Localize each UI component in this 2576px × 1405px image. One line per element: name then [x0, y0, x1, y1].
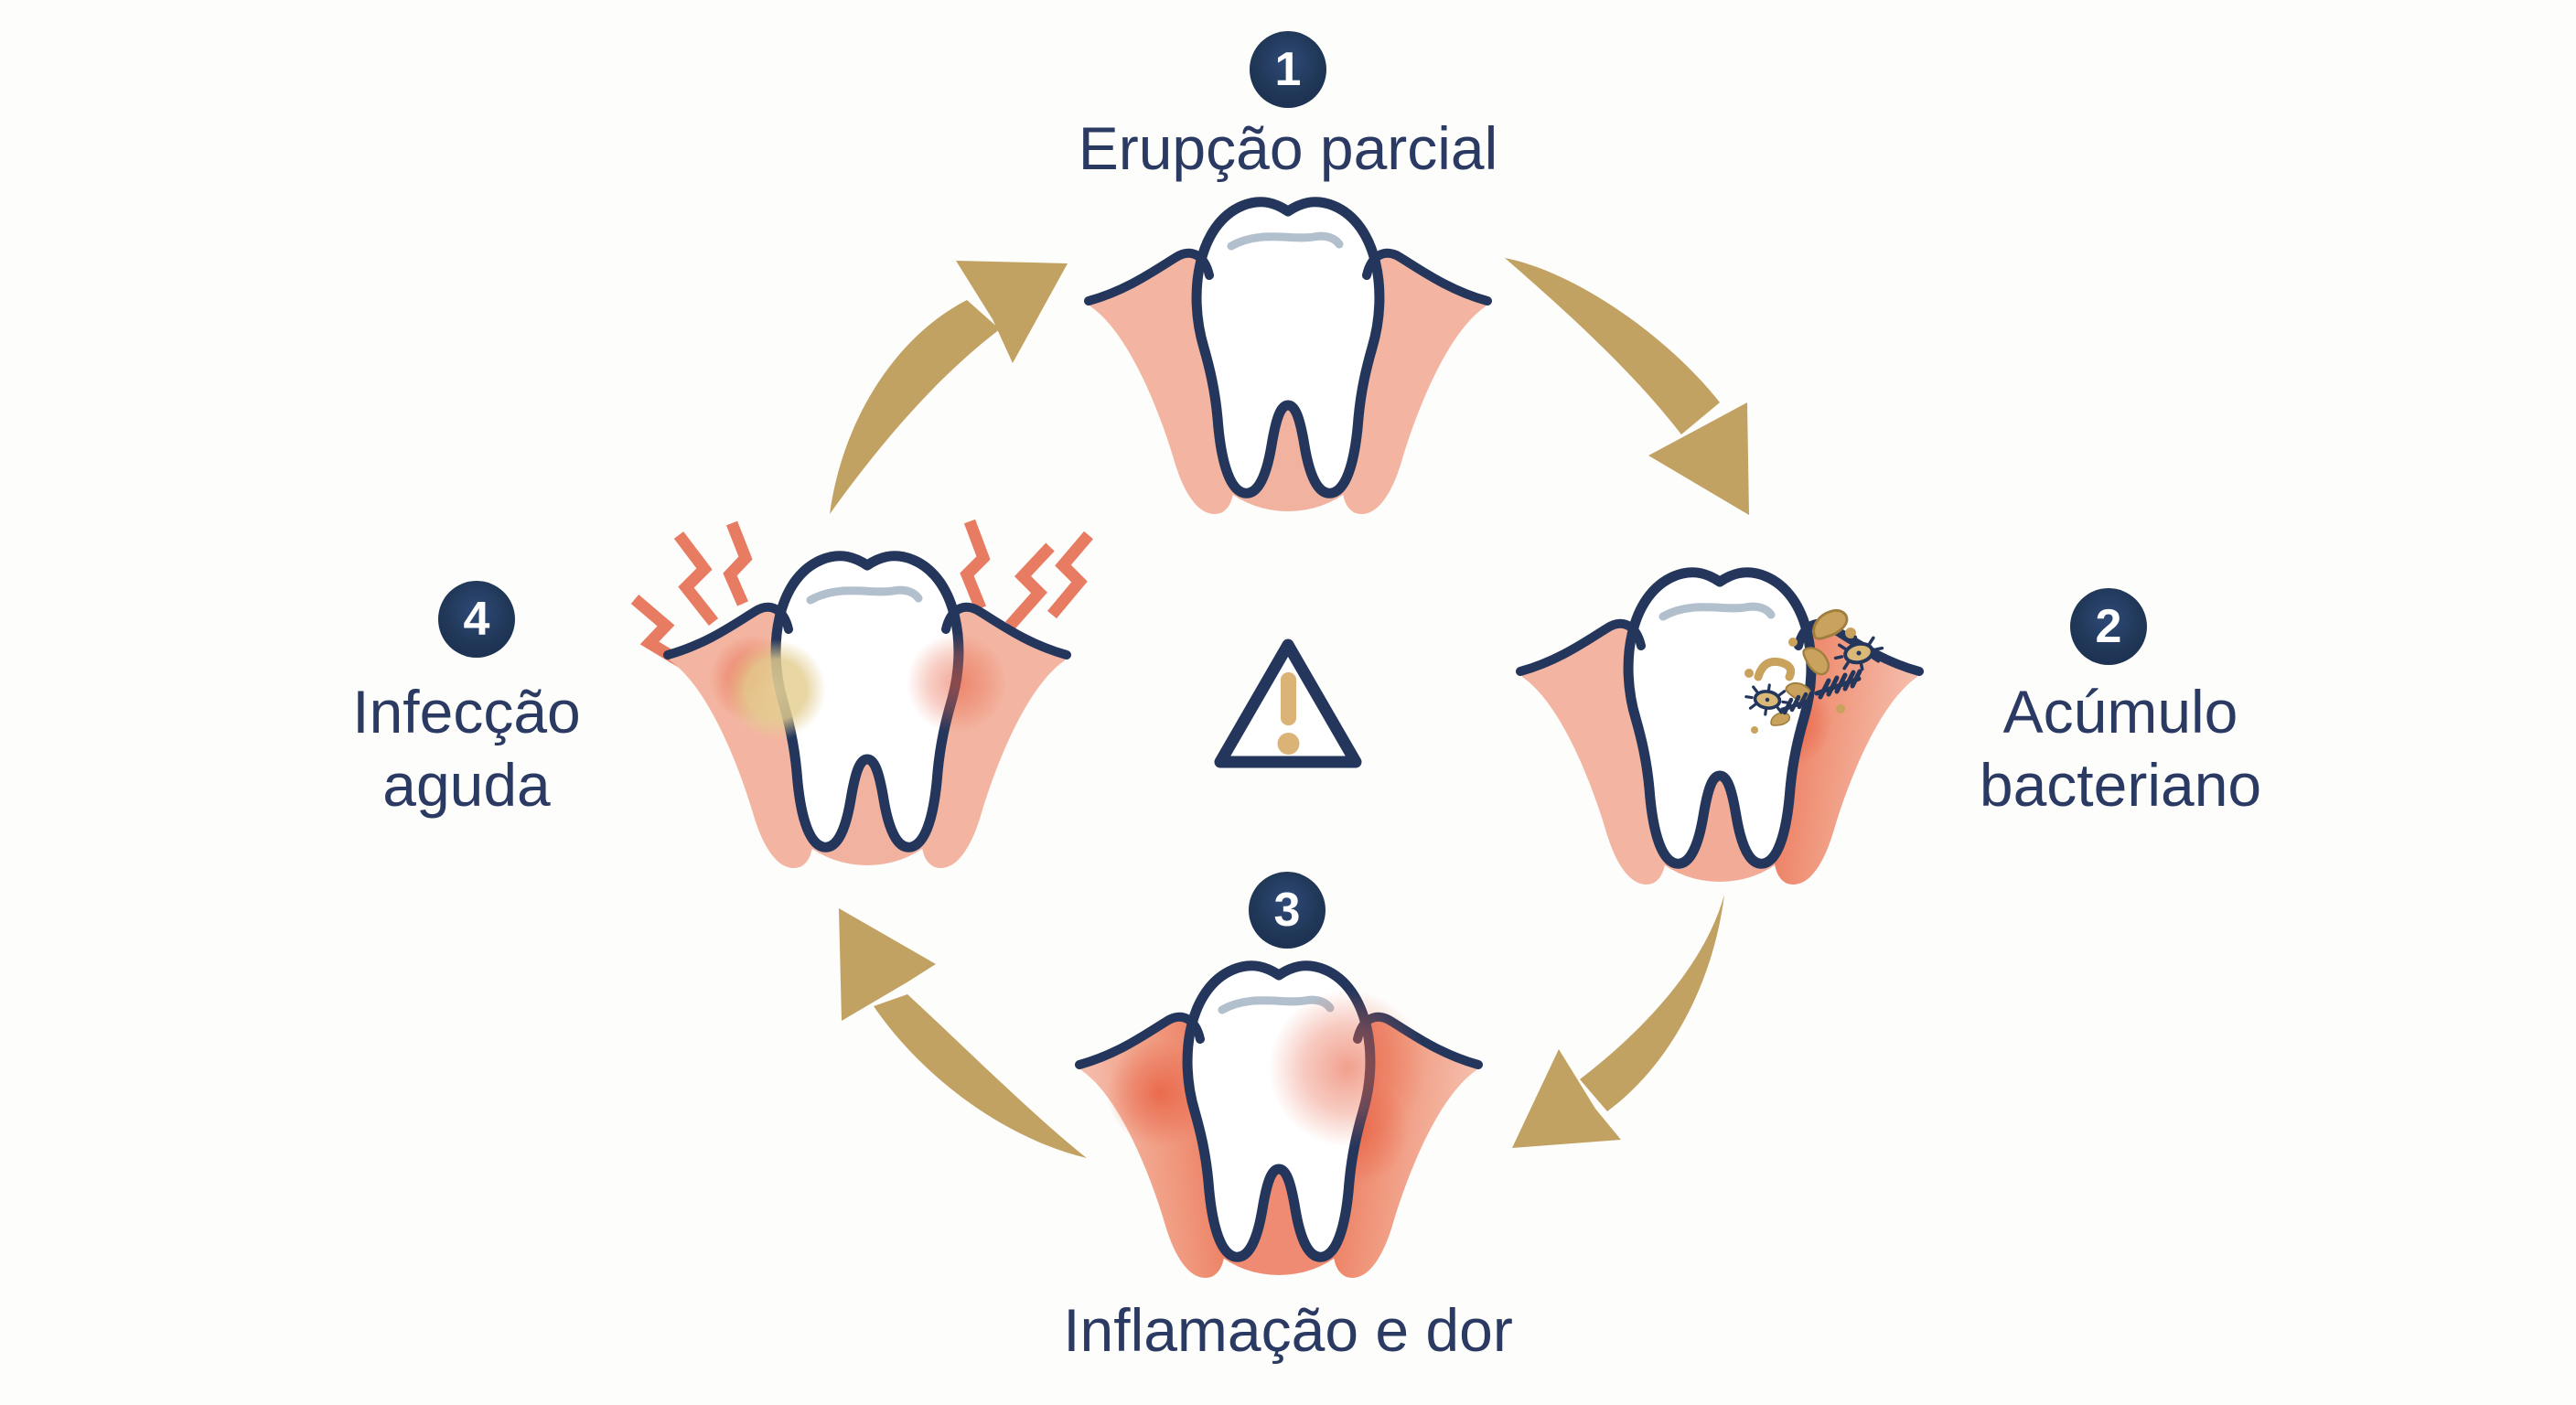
tooth-stage-4-illustration	[666, 542, 1068, 868]
bacteria-squiggle	[1754, 657, 1796, 681]
warning-triangle-icon	[1214, 638, 1362, 768]
bacteria-cluster-icon	[1742, 604, 1888, 734]
step-3-label: Inflamação e dor	[1063, 1296, 1513, 1364]
step-4-number: 4	[463, 593, 490, 646]
arrow-3-to-4-icon	[839, 908, 1087, 1158]
exclamation-dot	[1277, 733, 1300, 755]
step-1-number: 1	[1274, 43, 1302, 96]
pain-blush-overlay	[907, 633, 1007, 734]
arrow-4-to-1-icon	[830, 261, 1068, 514]
step-3-badge: 3	[1249, 872, 1326, 949]
tooth-stage-1-illustration	[1087, 188, 1489, 514]
arrow-2-to-3-icon	[1512, 895, 1724, 1148]
step-1-label: Erupção parcial	[1078, 114, 1498, 182]
hatch-marks	[1814, 669, 1862, 700]
step-2-label: Acúmulo bacteriano	[1979, 678, 2262, 819]
step-4-badge: 4	[438, 581, 515, 658]
exclamation-bar	[1281, 672, 1296, 725]
step-4-label: Infecção aguda	[352, 678, 581, 819]
tooth-stage-3-illustration	[1078, 951, 1480, 1278]
pain-blush-overlay	[1269, 990, 1426, 1147]
step-1-badge: 1	[1250, 31, 1326, 108]
step-2-number: 2	[2095, 600, 2122, 653]
arrow-1-to-2-icon	[1505, 258, 1749, 515]
hatch-marks-small	[1779, 691, 1814, 715]
abscess-spot	[725, 639, 826, 740]
step-3-number: 3	[1273, 884, 1301, 937]
step-2-badge: 2	[2070, 588, 2147, 665]
tooth-stage-2-illustration	[1519, 558, 1921, 885]
